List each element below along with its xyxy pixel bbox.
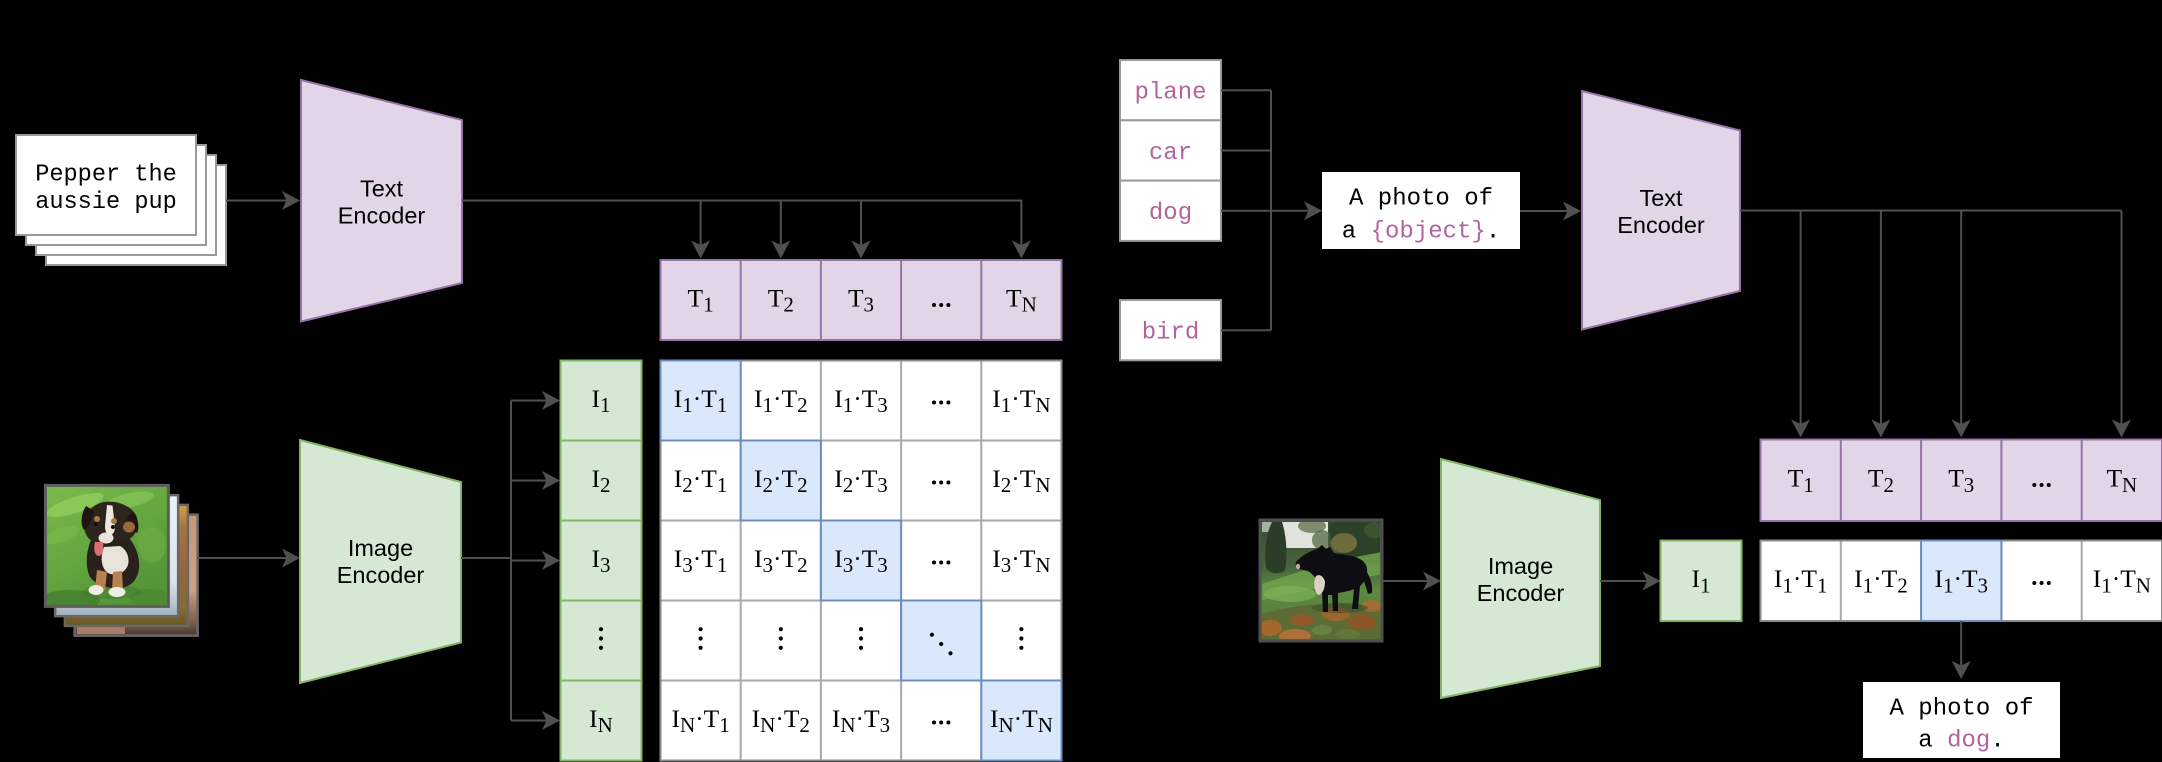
svg-text:I2: I2 — [592, 464, 611, 497]
svg-text:IN·T1: IN·T1 — [671, 704, 729, 737]
svg-text:IN: IN — [589, 704, 613, 737]
svg-text:Encoder: Encoder — [1477, 580, 1565, 606]
svg-text:IN·T2: IN·T2 — [752, 704, 810, 737]
svg-text:a {object}.: a {object}. — [1342, 219, 1500, 246]
svg-text:a dog.: a dog. — [1918, 728, 2004, 755]
svg-text:I3: I3 — [592, 544, 611, 577]
svg-text:Image: Image — [348, 535, 413, 561]
svg-text:I1: I1 — [592, 384, 611, 417]
svg-text:plane: plane — [1134, 80, 1206, 107]
svg-text:Encoder: Encoder — [337, 562, 425, 588]
svg-text:Encoder: Encoder — [1617, 212, 1705, 238]
svg-text:Text: Text — [360, 175, 404, 201]
svg-text:dog: dog — [1149, 200, 1192, 227]
svg-text:A photo of: A photo of — [1349, 186, 1493, 213]
svg-text:bird: bird — [1142, 320, 1200, 347]
svg-text:Image: Image — [1488, 553, 1553, 579]
svg-text:aussie pup: aussie pup — [35, 189, 177, 216]
svg-text:car: car — [1149, 140, 1192, 167]
svg-text:I1: I1 — [1692, 564, 1711, 597]
svg-text:Encoder: Encoder — [338, 202, 426, 228]
svg-text:Pepper the: Pepper the — [35, 162, 177, 189]
svg-text:Text: Text — [1639, 185, 1683, 211]
svg-text:I3·T1: I3·T1 — [674, 544, 728, 577]
svg-text:A photo of: A photo of — [1889, 696, 2033, 723]
